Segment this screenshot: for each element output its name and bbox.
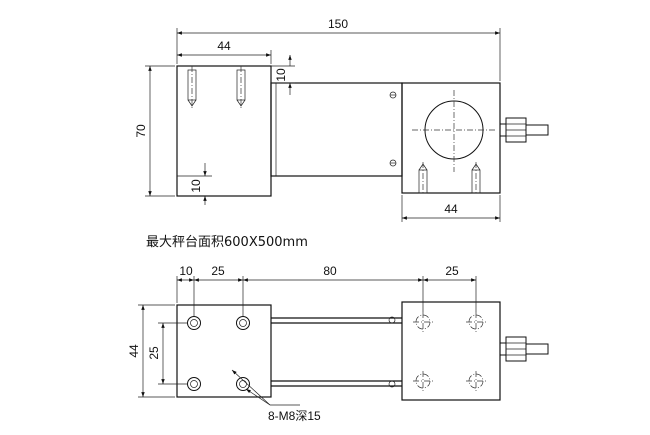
bottom-left-holes [187, 316, 250, 391]
bottom-right-block [401, 301, 501, 401]
dim-hole-pitch-vertical: 25 [147, 346, 161, 360]
dim-bottom-offset: 10 [189, 179, 203, 193]
cable-connector-bottom [499, 336, 549, 362]
top-right-threaded-holes [418, 162, 481, 194]
dim-right-block-width: 44 [444, 202, 458, 216]
top-left-threaded-holes [187, 66, 246, 108]
dim-width: 44 [127, 344, 141, 358]
bottom-left-block [176, 304, 272, 398]
dim-top-offset: 10 [274, 68, 288, 82]
top-right-block [401, 82, 501, 194]
dim-overall-length: 150 [328, 17, 348, 31]
top-view: 150 44 10 70 10 44 [134, 17, 549, 222]
hole-spec-label: 8-M8深15 [268, 409, 321, 423]
dim-hole-pitch-left: 25 [211, 264, 225, 278]
dim-left-block-width: 44 [217, 39, 231, 53]
dim-hole-gap: 80 [323, 264, 337, 278]
max-platform-caption: 最大秤台面积600X500mm [146, 235, 308, 250]
bottom-right-holes [413, 312, 486, 391]
dim-height: 70 [134, 124, 148, 138]
cable-connector-top [499, 117, 549, 143]
top-left-block [176, 65, 272, 197]
dim-edge: 10 [179, 264, 193, 278]
bottom-view: 10 25 80 25 44 25 8-M8深15 [127, 264, 549, 423]
top-middle-body [270, 82, 403, 177]
dim-hole-pitch-right: 25 [445, 264, 459, 278]
